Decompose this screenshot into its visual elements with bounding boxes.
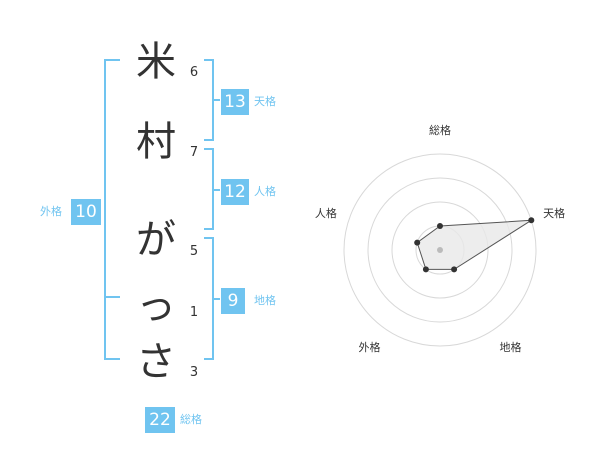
- gaikaku-bracket-divider: [104, 296, 120, 298]
- radar-center-point: [437, 247, 443, 253]
- soukaku-label: 総格: [180, 413, 202, 426]
- chikaku-value: 9: [221, 288, 245, 314]
- gaikaku-bracket: [104, 59, 120, 360]
- radar-grid-ring: [391, 201, 489, 299]
- jinkaku-value: 12: [221, 179, 249, 205]
- radar-axis-label-5: 人格: [315, 206, 337, 220]
- radar-axis-label-2: 天格: [543, 206, 565, 220]
- stroke-count-4: 1: [189, 305, 199, 320]
- stroke-count-5: 3: [189, 365, 199, 380]
- radar-grid-ring: [343, 153, 537, 347]
- radar-point-3: [451, 266, 458, 273]
- radar-grid-ring: [367, 177, 513, 323]
- tenkaku-label: 天格: [254, 95, 276, 108]
- radar-data-area: [416, 219, 532, 270]
- soukaku-value: 22: [145, 407, 175, 433]
- name-char-1: 米: [136, 39, 176, 85]
- tenkaku-value: 13: [221, 89, 249, 115]
- stroke-count-3: 5: [189, 244, 199, 259]
- chikaku-label: 地格: [254, 294, 276, 307]
- radar-axis-label-1: 総格: [429, 123, 451, 137]
- name-char-4: っ: [136, 283, 176, 329]
- gaikaku-label: 外格: [40, 205, 62, 218]
- radar-axis-label-4: 外格: [359, 340, 381, 354]
- radar-point-5: [414, 239, 421, 246]
- tenkaku-bracket-tick: [214, 99, 220, 101]
- radar-point-2: [528, 217, 535, 224]
- radar-point-1: [437, 223, 443, 229]
- stroke-count-1: 6: [189, 65, 199, 80]
- jinkaku-bracket: [204, 148, 214, 230]
- name-char-5: さ: [136, 339, 176, 385]
- jinkaku-label: 人格: [254, 185, 276, 198]
- radar-axis-label-3: 地格: [500, 340, 522, 354]
- chikaku-bracket: [204, 237, 214, 360]
- name-char-2: 村: [136, 119, 176, 165]
- name-char-3: が: [136, 217, 176, 263]
- chikaku-bracket-tick: [214, 298, 220, 300]
- jinkaku-bracket-tick: [214, 189, 220, 191]
- radar-point-4: [422, 266, 429, 273]
- tenkaku-bracket: [204, 59, 214, 141]
- gaikaku-value: 10: [71, 199, 101, 225]
- stroke-count-2: 7: [189, 145, 199, 160]
